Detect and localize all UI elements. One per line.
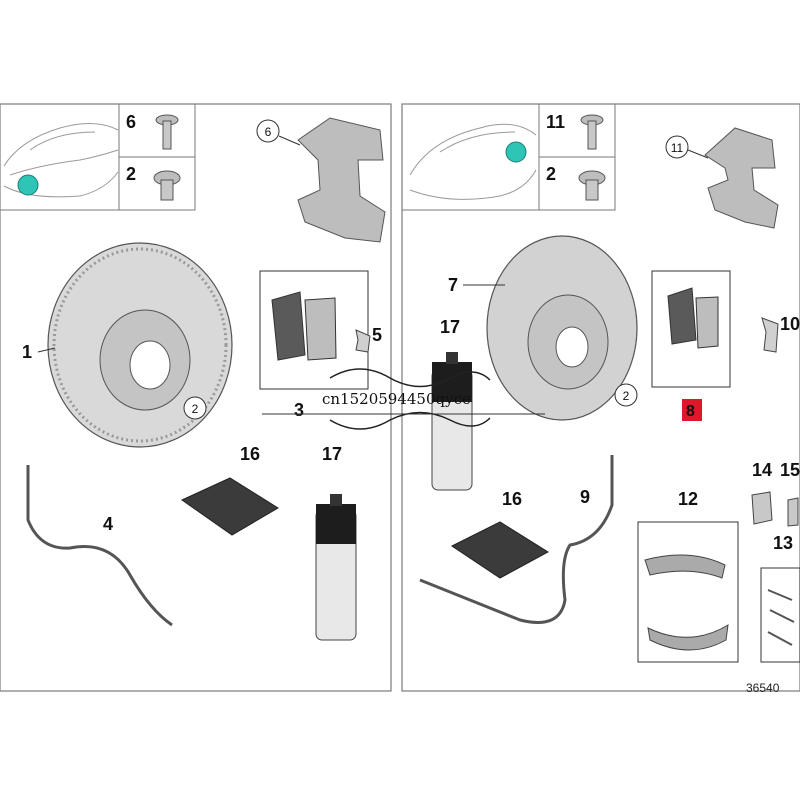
brake-pad-icon <box>695 296 719 349</box>
car-location-marker-icon <box>505 141 527 163</box>
grease-pack-icon <box>451 521 549 579</box>
pin-icon <box>787 497 799 527</box>
label-brake-disc: 1 <box>22 342 32 362</box>
spray-can-icon <box>431 352 473 491</box>
spray-can-icon <box>315 494 357 641</box>
label-spray-can: 17 <box>322 444 342 464</box>
callout-label-disc-screw: 2 <box>623 389 630 403</box>
label-adjuster: 14 <box>752 460 772 480</box>
highlight-badge <box>682 399 702 421</box>
inset-label-bolt: 11 <box>546 112 565 132</box>
car-outline-icon <box>3 123 119 198</box>
left-panel: 6 2 6 1 2 3 <box>0 103 392 692</box>
adjuster-icon <box>751 491 773 525</box>
brake-pad-icon <box>667 287 697 345</box>
label-spray-can: 17 <box>440 317 460 337</box>
brake-disc-icon <box>47 242 233 448</box>
brake-disc-icon <box>486 235 638 421</box>
car-location-marker-icon <box>17 174 39 196</box>
screw-plug-icon <box>153 170 181 201</box>
label-pin: 15 <box>780 460 800 480</box>
label-grease-pack: 16 <box>502 489 522 509</box>
watermark: cn1520594450qyce <box>262 368 545 430</box>
wear-sensor-icon <box>26 465 173 627</box>
bolt-icon <box>580 114 604 150</box>
diagram-code: 36540 <box>746 681 780 695</box>
callout-label-carrier: 6 <box>265 125 272 139</box>
brake-shoe-icon <box>644 554 726 579</box>
spring-kit-icon <box>767 589 795 646</box>
label-spring-kit: 13 <box>773 533 793 553</box>
label-grease-pack: 16 <box>240 444 260 464</box>
caliper-carrier-icon <box>297 117 386 243</box>
inset-label-plug: 2 <box>126 164 136 184</box>
caliper-carrier-icon <box>704 127 779 229</box>
right-inset <box>401 103 616 211</box>
inset-label-bolt: 6 <box>126 112 136 132</box>
label-brake-shoes: 12 <box>678 489 698 509</box>
label-wear-sensor: 4 <box>103 514 113 534</box>
screw-plug-icon <box>578 170 606 201</box>
brake-pad-icon <box>304 297 337 361</box>
anti-rattle-spring-icon <box>761 317 779 353</box>
label-spring: 10 <box>780 314 800 334</box>
callout-label-disc-screw: 2 <box>192 402 199 416</box>
callout-circle <box>256 119 280 143</box>
watermark-text: cn1520594450qyce <box>322 390 471 408</box>
brake-shoe-icon <box>647 624 729 651</box>
label-wear-sensor: 9 <box>580 487 590 507</box>
left-inset <box>0 103 196 211</box>
callout-label-carrier: 11 <box>671 141 684 155</box>
grease-pack-icon <box>180 477 279 536</box>
label-brake-pads: 3 <box>294 400 304 420</box>
anti-rattle-spring-icon <box>355 329 371 353</box>
car-outline-icon <box>409 123 537 200</box>
right-panel: 11 2 11 7 2 8 10 <box>401 103 800 695</box>
wear-sensor-icon <box>419 455 614 624</box>
brake-pad-icon <box>271 291 306 361</box>
bolt-icon <box>155 114 179 150</box>
label-brake-disc: 7 <box>448 275 458 295</box>
label-brake-pads-highlighted: 8 <box>686 403 695 420</box>
inset-label-plug: 2 <box>546 164 556 184</box>
label-spring: 5 <box>372 325 382 345</box>
